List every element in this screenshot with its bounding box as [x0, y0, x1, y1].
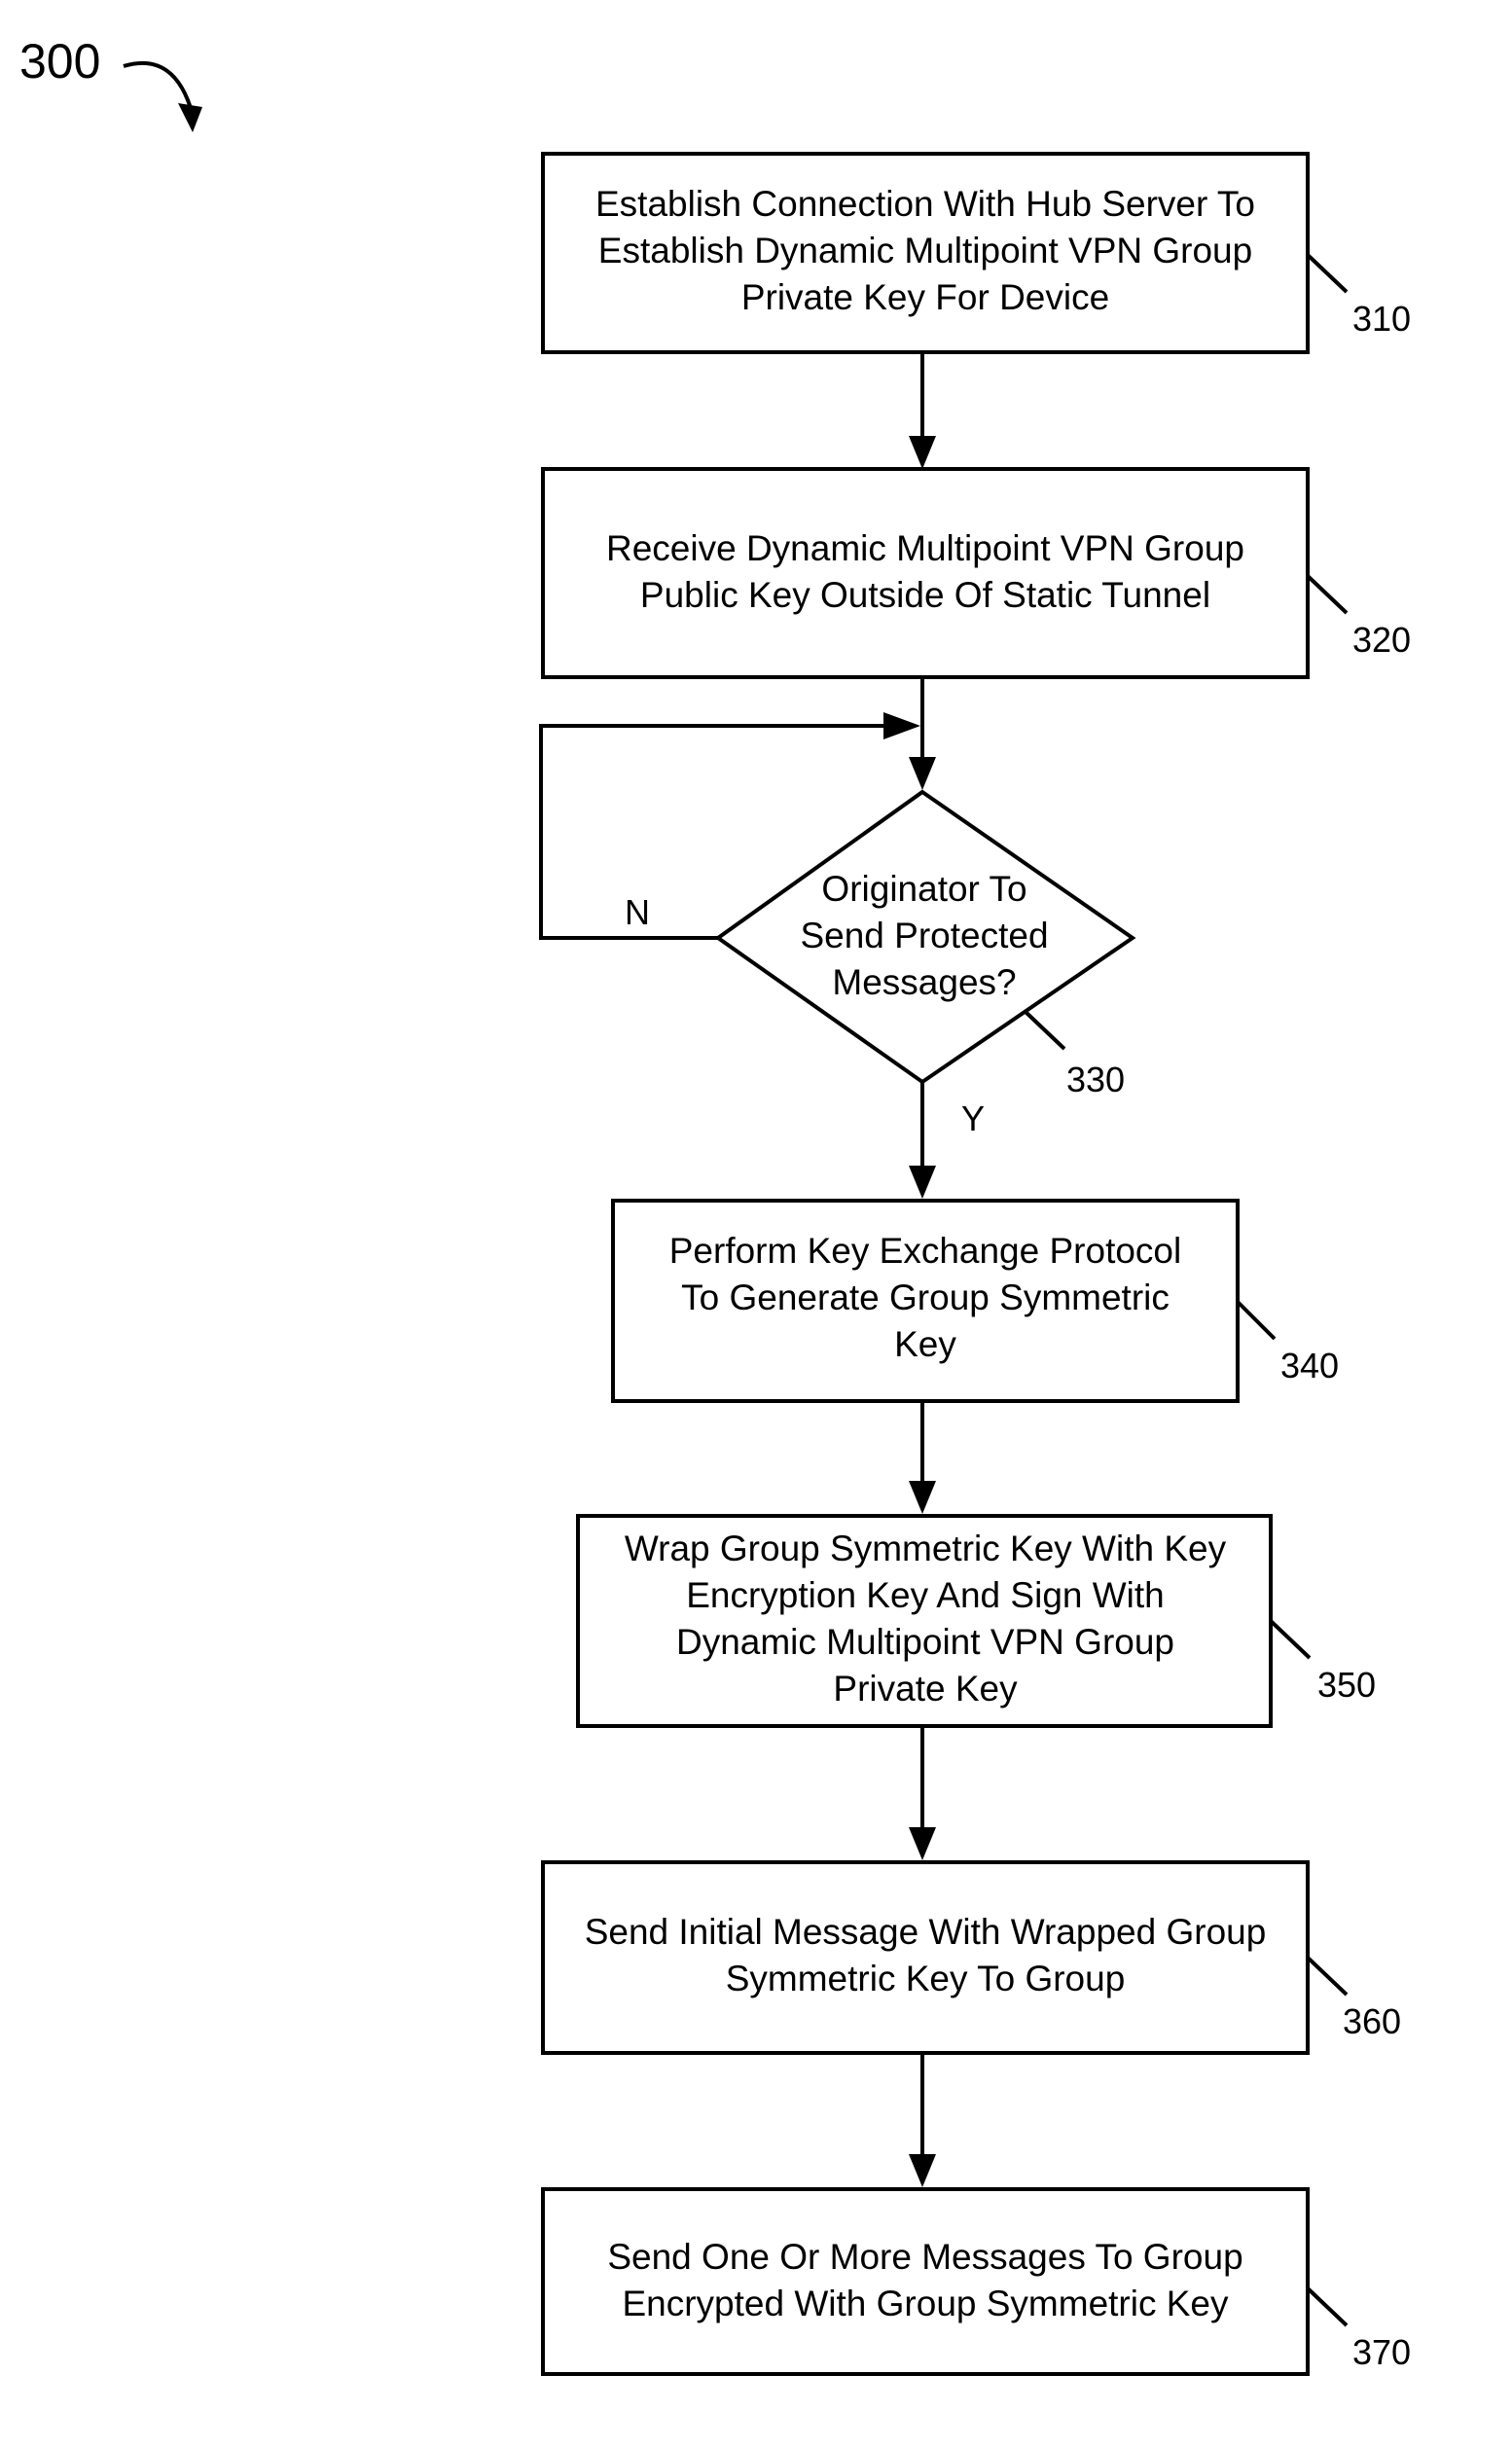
step-310-line: Private Key For Device: [741, 277, 1109, 317]
step-310-leader-line: [1308, 255, 1347, 292]
step-360-leader-line: [1308, 1958, 1347, 1995]
loop-back-arrowhead: [883, 712, 920, 739]
step-340: Perform Key Exchange Protocol To Generat…: [613, 1201, 1339, 1401]
step-350-line: Private Key: [833, 1669, 1018, 1709]
step-350-line: Dynamic Multipoint VPN Group: [676, 1622, 1174, 1662]
step-360-line: Symmetric Key To Group: [726, 1959, 1126, 1998]
step-320-reference-number: 320: [1352, 620, 1411, 660]
figure-number: 300: [19, 34, 100, 89]
step-350: Wrap Group Symmetric Key With Key Encryp…: [578, 1516, 1376, 1726]
step-310-line: Establish Connection With Hub Server To: [595, 184, 1255, 224]
arrowhead-310-320: [909, 436, 936, 469]
decision-330-line: Messages?: [832, 962, 1016, 1002]
decision-330-line: Originator To: [821, 869, 1026, 909]
arrowhead-340-350: [909, 1481, 936, 1514]
step-310-line: Establish Dynamic Multipoint VPN Group: [598, 231, 1252, 270]
step-350-reference-number: 350: [1317, 1665, 1376, 1705]
decision-330-line: Send Protected: [800, 916, 1048, 955]
step-320-box: [543, 469, 1308, 677]
step-370-line: Encrypted With Group Symmetric Key: [622, 2284, 1229, 2323]
figure-pointer-arrowhead: [178, 103, 202, 132]
step-370-line: Send One Or More Messages To Group: [607, 2237, 1242, 2277]
step-360: Send Initial Message With Wrapped Group …: [543, 1862, 1401, 2053]
step-340-line: Perform Key Exchange Protocol: [669, 1231, 1181, 1271]
step-320-line: Receive Dynamic Multipoint VPN Group: [606, 528, 1244, 568]
step-360-reference-number: 360: [1343, 2001, 1401, 2041]
step-340-reference-number: 340: [1280, 1346, 1339, 1385]
decision-yes-label: Y: [961, 1098, 985, 1138]
step-310: Establish Connection With Hub Server To …: [543, 154, 1411, 352]
step-370-reference-number: 370: [1352, 2332, 1411, 2372]
step-350-leader-line: [1271, 1621, 1310, 1658]
arrowhead-360-370: [909, 2154, 936, 2187]
step-360-box: [543, 1862, 1308, 2053]
decision-330-reference-number: 330: [1066, 1060, 1125, 1099]
decision-330-leader-line: [1026, 1012, 1064, 1049]
step-340-line: Key: [894, 1324, 956, 1364]
step-370: Send One Or More Messages To Group Encry…: [543, 2189, 1411, 2374]
step-340-leader-line: [1238, 1302, 1275, 1339]
arrowhead-320-330: [909, 757, 936, 790]
arrowhead-350-360: [909, 1827, 936, 1860]
step-310-reference-number: 310: [1352, 299, 1411, 339]
step-320-leader-line: [1308, 576, 1347, 613]
step-350-line: Wrap Group Symmetric Key With Key: [625, 1529, 1227, 1568]
step-340-line: To Generate Group Symmetric: [681, 1277, 1170, 1317]
step-320: Receive Dynamic Multipoint VPN Group Pub…: [543, 469, 1411, 677]
step-320-line: Public Key Outside Of Static Tunnel: [640, 575, 1210, 615]
step-370-leader-line: [1308, 2288, 1347, 2325]
arrowhead-330-340: [909, 1166, 936, 1199]
step-350-line: Encryption Key And Sign With: [686, 1575, 1165, 1615]
step-370-box: [543, 2189, 1308, 2374]
decision-no-label: N: [625, 892, 650, 932]
step-360-line: Send Initial Message With Wrapped Group: [585, 1912, 1267, 1952]
decision-330: Originator To Send Protected Messages? 3…: [625, 792, 1133, 1138]
